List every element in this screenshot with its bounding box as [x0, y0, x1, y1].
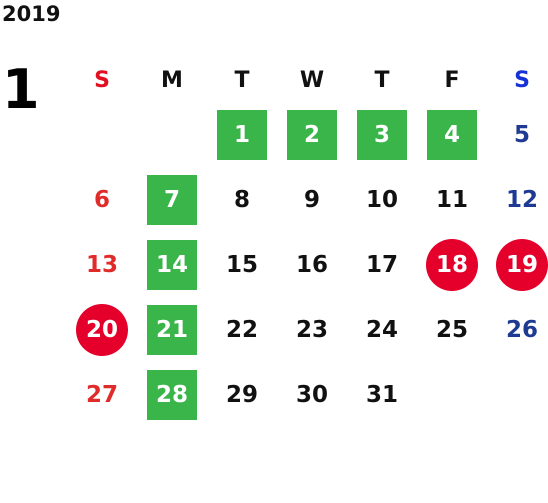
day-cell: 4 [417, 102, 487, 167]
year-label: 2019 [2, 2, 61, 26]
day-number: 26 [505, 316, 538, 343]
day-cell [417, 362, 487, 427]
day-cell: 22 [207, 297, 277, 362]
day-number-highlighted: 2 [287, 109, 337, 160]
day-number: 17 [365, 251, 398, 278]
day-cell: 28 [137, 362, 207, 427]
weekday-header-saturday: S [514, 67, 530, 93]
day-number: 30 [295, 381, 328, 408]
day-number: 23 [295, 316, 328, 343]
day-cell [67, 102, 137, 167]
day-number: 15 [225, 251, 258, 278]
day-cell: 25 [417, 297, 487, 362]
weekday-header-sunday: S [94, 67, 110, 93]
day-number-highlighted: 28 [147, 369, 197, 420]
day-cell: 29 [207, 362, 277, 427]
day-cell [137, 102, 207, 167]
day-cell: 26 [487, 297, 548, 362]
day-number: 10 [365, 186, 398, 213]
day-number: 5 [513, 121, 530, 148]
day-cell: 21 [137, 297, 207, 362]
day-cell: 5 [487, 102, 548, 167]
week-row: 27 28 29 30 31 [67, 362, 548, 427]
day-cell: 23 [277, 297, 347, 362]
day-cell: 6 [67, 167, 137, 232]
day-number: 12 [505, 186, 538, 213]
day-cell [487, 362, 548, 427]
day-cell: 27 [67, 362, 137, 427]
day-number: 29 [225, 381, 258, 408]
weekday-header-tuesday: T [234, 67, 250, 93]
day-cell: 10 [347, 167, 417, 232]
day-number: 9 [303, 186, 320, 213]
day-cell: 7 [137, 167, 207, 232]
day-number: 11 [435, 186, 468, 213]
day-cell: 12 [487, 167, 548, 232]
day-cell: 18 [417, 232, 487, 297]
day-number: 25 [435, 316, 468, 343]
day-number: 27 [85, 381, 118, 408]
day-number: 8 [233, 186, 250, 213]
day-number-highlighted: 14 [147, 239, 197, 290]
day-number-highlighted: 7 [147, 174, 197, 225]
weekday-header-friday: F [444, 67, 460, 93]
day-cell: 30 [277, 362, 347, 427]
day-number: 22 [225, 316, 258, 343]
day-cell: 31 [347, 362, 417, 427]
day-number-highlighted: 3 [357, 109, 407, 160]
day-cell: 9 [277, 167, 347, 232]
day-number: 6 [93, 186, 110, 213]
day-number-highlighted: 1 [217, 109, 267, 160]
day-cell: 24 [347, 297, 417, 362]
day-cell: 11 [417, 167, 487, 232]
day-cell: 13 [67, 232, 137, 297]
day-cell: 14 [137, 232, 207, 297]
day-number: 24 [365, 316, 398, 343]
week-row: 6 7 8 9 10 11 12 [67, 167, 548, 232]
day-number-highlighted: 4 [427, 109, 477, 160]
day-cell: 8 [207, 167, 277, 232]
day-cell: 17 [347, 232, 417, 297]
day-cell: 1 [207, 102, 277, 167]
weekday-header-monday: M [161, 67, 183, 93]
day-cell: 16 [277, 232, 347, 297]
day-cell: 20 [67, 297, 137, 362]
day-cell: 3 [347, 102, 417, 167]
day-number-highlighted: 21 [147, 304, 197, 355]
weekday-header-thursday: T [374, 67, 390, 93]
day-number: 31 [365, 381, 398, 408]
day-number: 13 [85, 251, 118, 278]
day-number-holiday: 19 [496, 238, 548, 291]
day-cell: 19 [487, 232, 548, 297]
month-label: 1 [2, 58, 40, 121]
weekday-header-row: S M T W T F S [67, 58, 548, 102]
day-number-holiday: 20 [76, 303, 128, 356]
day-cell: 2 [277, 102, 347, 167]
week-row: 1 2 3 4 5 [67, 102, 548, 167]
day-number: 16 [295, 251, 328, 278]
weekday-header-wednesday: W [299, 67, 325, 93]
day-number-holiday: 18 [426, 238, 478, 291]
day-cell: 15 [207, 232, 277, 297]
calendar-grid: S M T W T F S 1 2 3 4 5 6 7 8 9 10 11 12… [67, 58, 548, 427]
week-row: 20 21 22 23 24 25 26 [67, 297, 548, 362]
week-row: 13 14 15 16 17 18 19 [67, 232, 548, 297]
